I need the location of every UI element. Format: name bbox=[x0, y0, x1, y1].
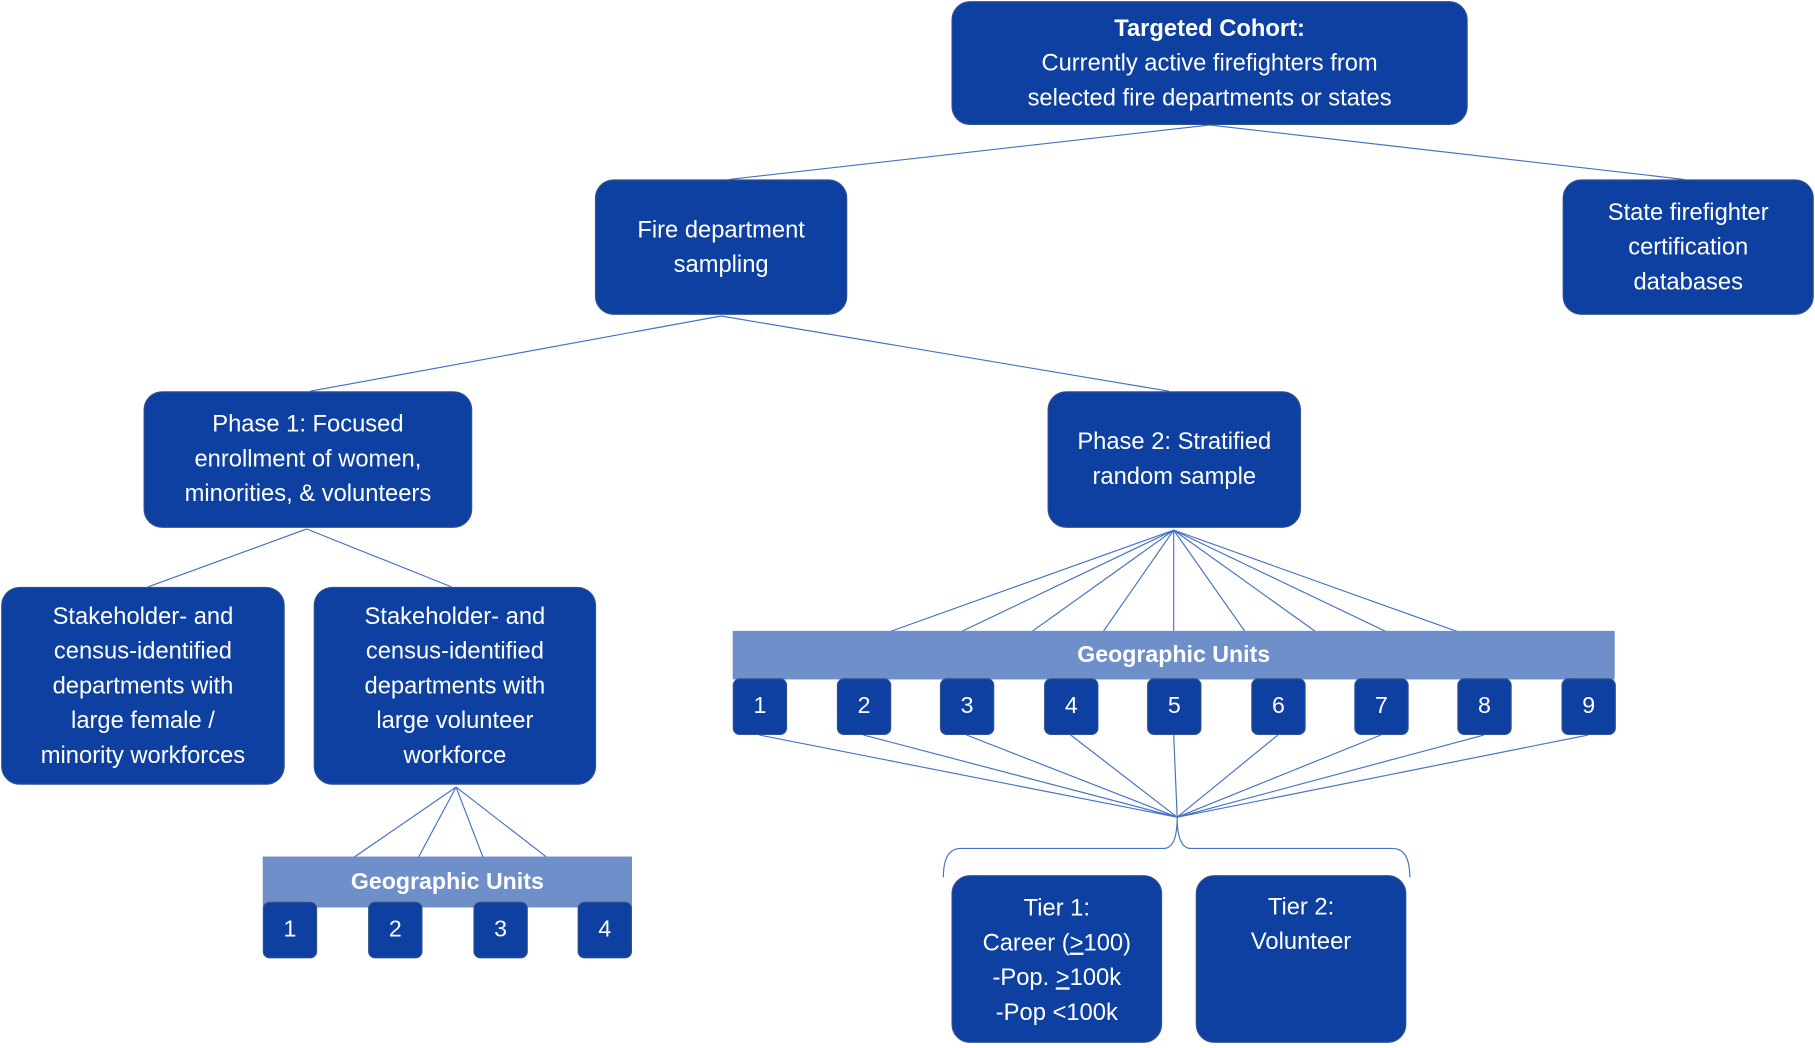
box-text: census-identified bbox=[53, 637, 232, 664]
phase1-box: Phase 1: Focused enrollment of women, mi… bbox=[143, 391, 473, 528]
box-text: departments with bbox=[52, 671, 234, 699]
box-text: Volunteer bbox=[1250, 928, 1352, 955]
box-text: random sample bbox=[1092, 463, 1257, 490]
connector bbox=[1177, 734, 1485, 818]
connector bbox=[966, 734, 1178, 818]
connector bbox=[1177, 734, 1589, 818]
geographic-unit-8: 8 bbox=[1457, 678, 1512, 736]
geographic-unit-2: 2 bbox=[368, 901, 423, 959]
geographic-unit-7: 7 bbox=[1354, 678, 1409, 736]
box-text: certification bbox=[1628, 233, 1749, 260]
connector bbox=[1176, 734, 1279, 818]
geographic-unit-4: 4 bbox=[577, 901, 632, 959]
connector bbox=[729, 124, 1210, 180]
box-text: census-identified bbox=[365, 637, 544, 664]
connector bbox=[759, 734, 1178, 818]
text: Career ( bbox=[982, 929, 1070, 957]
geographic-unit-4: 4 bbox=[1044, 678, 1099, 736]
targeted-cohort-box: Targeted Cohort: Currently active firefi… bbox=[951, 1, 1468, 126]
box-text: departments with bbox=[364, 671, 546, 699]
box-text: minorities, & volunteers bbox=[184, 480, 432, 507]
box-text: large female / bbox=[71, 706, 215, 734]
brace bbox=[942, 817, 1411, 878]
cohort-line: selected fire departments or states bbox=[1027, 84, 1392, 112]
state-databases-box: State firefighter certification database… bbox=[1562, 179, 1814, 315]
box-text: Tier 2: bbox=[1267, 893, 1335, 921]
geographic-unit-3: 3 bbox=[473, 901, 528, 959]
box-text: -Pop. >100k bbox=[992, 961, 1121, 996]
geographic-unit-1: 1 bbox=[732, 678, 788, 736]
box-text: workforce bbox=[403, 741, 507, 769]
box-text: Stakeholder- and bbox=[52, 602, 234, 630]
phase2-box: Phase 2: Stratified random sample bbox=[1047, 391, 1302, 528]
tier1-box: Tier 1: Career (>100) -Pop. >100k -Pop <… bbox=[951, 875, 1163, 1043]
connector bbox=[863, 734, 1178, 818]
geographic-unit-6: 6 bbox=[1251, 678, 1306, 736]
geographic-unit-1: 1 bbox=[262, 901, 318, 959]
box-text: enrollment of women, bbox=[194, 445, 422, 473]
geographic-unit-3: 3 bbox=[939, 678, 995, 736]
geographic-units-band-right: Geographic Units bbox=[732, 630, 1615, 680]
tier2-box: Tier 2: Volunteer bbox=[1195, 875, 1407, 1043]
geographic-units-band-left: Geographic Units bbox=[262, 856, 632, 908]
box-text: minority workforces bbox=[40, 741, 246, 769]
box-text: Phase 1: Focused bbox=[212, 410, 404, 438]
box-text: Stakeholder- and bbox=[364, 602, 546, 630]
box-text: -Pop <100k bbox=[995, 998, 1118, 1026]
box-text: large volunteer bbox=[376, 706, 534, 734]
text: > bbox=[1055, 964, 1070, 991]
fire-department-sampling-box: Fire department sampling bbox=[594, 179, 848, 315]
connector bbox=[721, 315, 1170, 392]
box-text: Fire department bbox=[637, 215, 805, 243]
connector bbox=[310, 315, 722, 392]
stakeholder-female-minority-box: Stakeholder- and census-identified depar… bbox=[1, 586, 285, 785]
text: > bbox=[1069, 929, 1084, 957]
connector bbox=[1176, 734, 1382, 818]
box-text: databases bbox=[1633, 267, 1743, 295]
geographic-unit-2: 2 bbox=[836, 678, 892, 736]
connector bbox=[1173, 734, 1178, 818]
cohort-line: Currently active firefighters from bbox=[1041, 49, 1378, 77]
box-text: Career (>100) bbox=[983, 926, 1131, 961]
connector bbox=[306, 528, 452, 588]
geographic-unit-5: 5 bbox=[1147, 678, 1202, 736]
text: 100k bbox=[1069, 964, 1122, 991]
box-text: sampling bbox=[673, 250, 769, 278]
box-text: Tier 1: bbox=[1023, 894, 1090, 922]
box-text: Phase 2: Stratified bbox=[1077, 428, 1272, 455]
stakeholder-volunteer-box: Stakeholder- and census-identified depar… bbox=[313, 586, 597, 785]
text: 100) bbox=[1083, 929, 1131, 957]
connector bbox=[147, 528, 307, 588]
geographic-unit-9: 9 bbox=[1561, 678, 1616, 736]
text: -Pop. bbox=[992, 964, 1056, 991]
connector bbox=[1209, 124, 1685, 180]
cohort-title: Targeted Cohort: bbox=[1114, 15, 1305, 42]
connector bbox=[1070, 734, 1178, 818]
box-text: State firefighter bbox=[1607, 198, 1769, 226]
